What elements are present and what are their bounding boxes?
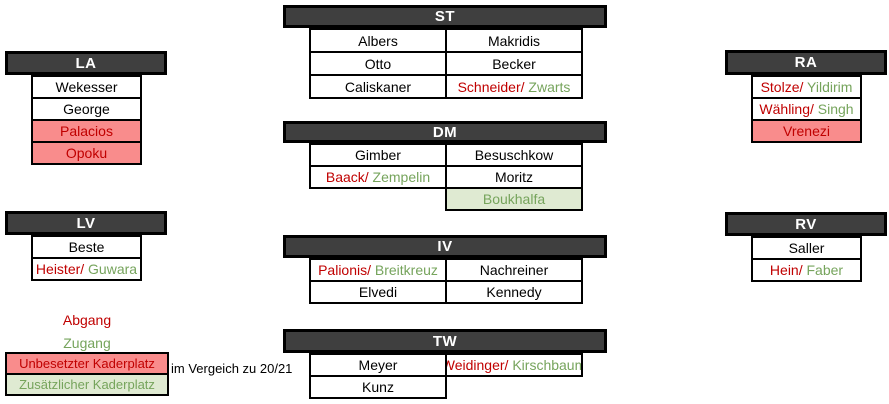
position-header-la: LA bbox=[5, 51, 167, 75]
player-cell-transfer: Stolze/ Yildirim bbox=[751, 75, 862, 99]
player-cell-vacant-slot: Opoku bbox=[31, 141, 142, 165]
player-cell-transfer: Weidinger/ Kirschbaum bbox=[445, 353, 583, 377]
player-cell-transfer: Heister/ Guwara bbox=[31, 257, 142, 281]
st-column-2: Makridis Becker Schneider/ Zwarts bbox=[445, 28, 583, 99]
player-departing: Stolze/ bbox=[760, 79, 804, 95]
player-cell: Kennedy bbox=[445, 280, 583, 304]
player-departing: Wähling/ bbox=[759, 101, 814, 117]
player-name: Vrenezi bbox=[783, 123, 830, 139]
player-name: Caliskaner bbox=[344, 78, 412, 95]
player-name: Palacios bbox=[60, 123, 113, 139]
player-departing: Baack/ bbox=[325, 169, 369, 185]
position-header-rv: RV bbox=[725, 212, 887, 236]
player-departing: Heister/ bbox=[35, 261, 85, 277]
legend-extra-slot: Zusätzlicher Kaderplatz bbox=[5, 373, 169, 396]
player-cell: Moritz bbox=[445, 165, 583, 189]
position-header-tw: TW bbox=[283, 329, 607, 353]
player-name: Becker bbox=[492, 55, 536, 72]
player-name: Moritz bbox=[494, 169, 534, 185]
player-name: Meyer bbox=[358, 357, 398, 373]
player-name: Beste bbox=[68, 239, 105, 255]
player-name: Besuschkow bbox=[474, 147, 554, 163]
player-cell: Albers bbox=[309, 28, 447, 53]
player-cell: Meyer bbox=[309, 353, 447, 377]
player-cell-transfer: Baack/ Zempelin bbox=[309, 165, 447, 189]
position-header-dm: DM bbox=[283, 121, 607, 143]
player-cell: Besuschkow bbox=[445, 143, 583, 167]
player-cell: George bbox=[31, 97, 142, 121]
player-departing: Palionis/ bbox=[318, 262, 371, 278]
player-name: Nachreiner bbox=[479, 262, 549, 278]
player-cell: Makridis bbox=[445, 28, 583, 53]
player-arriving: Zwarts bbox=[524, 78, 571, 95]
player-arriving: Guwara bbox=[84, 261, 138, 277]
player-cell-transfer: Hein/ Faber bbox=[751, 258, 862, 282]
player-name: Kennedy bbox=[486, 284, 542, 300]
player-arriving: Singh bbox=[813, 101, 854, 117]
player-cell: Kunz bbox=[309, 375, 447, 399]
player-cell-transfer: Wähling/ Singh bbox=[751, 97, 862, 121]
st-column-1: Albers Otto Caliskaner bbox=[309, 28, 447, 99]
legend-arrival-label: Zugang bbox=[63, 335, 111, 351]
legend-boxes: Unbesetzter Kaderplatz Zusätzlicher Kade… bbox=[5, 352, 169, 396]
legend-vacant-slot: Unbesetzter Kaderplatz bbox=[5, 352, 169, 375]
player-departing: Schneider/ bbox=[457, 78, 525, 95]
player-name: George bbox=[63, 101, 110, 117]
player-departing: Weidinger/ bbox=[445, 357, 509, 373]
iv-column-1: Palionis/ Breitkreuz Elvedi bbox=[309, 258, 447, 304]
tw-column-1: Meyer Kunz bbox=[309, 353, 447, 399]
player-cell-vacant-slot: Vrenezi bbox=[751, 119, 862, 143]
player-name: Wekesser bbox=[55, 79, 118, 95]
dm-column-1: Gimber Baack/ Zempelin bbox=[309, 143, 447, 189]
la-column: Wekesser George Palacios Opoku bbox=[31, 75, 142, 165]
player-name: Saller bbox=[788, 240, 825, 256]
player-cell-transfer: Schneider/ Zwarts bbox=[445, 74, 583, 99]
player-arriving: Zempelin bbox=[368, 169, 431, 185]
ra-column: Stolze/ Yildirim Wähling/ Singh Vrenezi bbox=[751, 75, 862, 143]
player-arriving: Yildirim bbox=[803, 79, 853, 95]
position-header-lv: LV bbox=[5, 211, 167, 235]
dm-column-2: Besuschkow Moritz Boukhalfa bbox=[445, 143, 583, 211]
player-arriving: Faber bbox=[802, 262, 844, 278]
player-cell: Nachreiner bbox=[445, 258, 583, 282]
player-cell: Becker bbox=[445, 51, 583, 76]
player-cell-vacant-slot: Palacios bbox=[31, 119, 142, 143]
lv-column: Beste Heister/ Guwara bbox=[31, 235, 142, 281]
player-cell: Saller bbox=[751, 236, 862, 260]
player-departing: Hein/ bbox=[769, 262, 803, 278]
player-name: Albers bbox=[358, 32, 398, 49]
player-cell: Wekesser bbox=[31, 75, 142, 99]
player-name: Otto bbox=[364, 55, 392, 72]
player-cell-transfer: Palionis/ Breitkreuz bbox=[309, 258, 447, 282]
rv-column: Saller Hein/ Faber bbox=[751, 236, 862, 282]
position-header-iv: IV bbox=[283, 235, 607, 258]
tw-column-2: Weidinger/ Kirschbaum bbox=[445, 353, 583, 377]
player-name: Boukhalfa bbox=[482, 191, 546, 207]
player-cell: Otto bbox=[309, 51, 447, 76]
player-cell: Beste bbox=[31, 235, 142, 259]
player-name: Opoku bbox=[65, 145, 108, 161]
player-cell: Gimber bbox=[309, 143, 447, 167]
player-cell: Elvedi bbox=[309, 280, 447, 304]
player-name: Kunz bbox=[362, 379, 394, 395]
player-arriving: Breitkreuz bbox=[371, 262, 438, 278]
position-header-st: ST bbox=[283, 5, 607, 28]
player-name: Makridis bbox=[487, 32, 541, 49]
player-arriving: Kirschbaum bbox=[508, 357, 583, 373]
player-cell-extra-slot: Boukhalfa bbox=[445, 187, 583, 211]
legend-departure-label: Abgang bbox=[62, 312, 112, 328]
iv-column-2: Nachreiner Kennedy bbox=[445, 258, 583, 304]
legend-comparison-note: im Vergeich zu 20/21 bbox=[171, 361, 293, 376]
position-header-ra: RA bbox=[725, 50, 887, 75]
player-cell: Caliskaner bbox=[309, 74, 447, 99]
player-name: Gimber bbox=[355, 147, 401, 163]
player-name: Elvedi bbox=[358, 284, 398, 300]
